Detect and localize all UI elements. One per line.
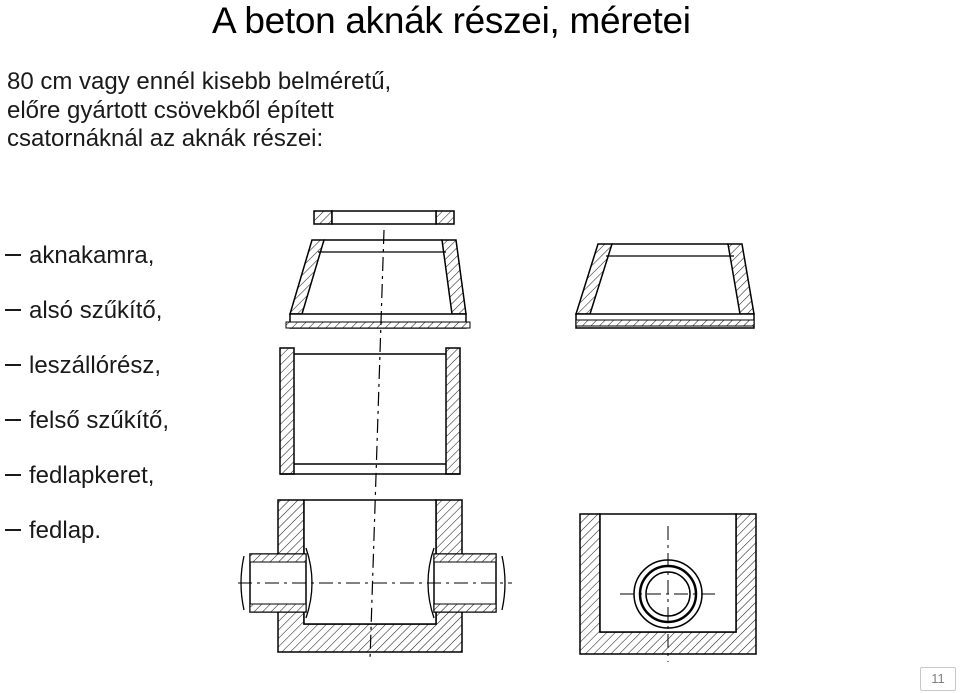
list-item-label: alsó szűkítő,	[29, 297, 163, 324]
dash-bullet	[5, 473, 21, 476]
list-item-label: fedlapkeret,	[29, 462, 155, 489]
list-item: leszállórész,	[5, 338, 169, 393]
list-item-label: fedlap.	[29, 517, 102, 544]
middle-ring-drawing	[279, 347, 461, 475]
dash-bullet	[5, 363, 21, 366]
list-item: fedlapkeret,	[5, 448, 169, 503]
intro-line-2: előre gyártott csövekből épített	[7, 96, 334, 124]
upper-cone-drawing	[285, 239, 471, 329]
manhole-technical-drawing	[238, 210, 757, 662]
dash-bullet	[5, 528, 21, 531]
chamber-plan-drawing	[579, 513, 757, 662]
cover-slab-drawing	[313, 210, 455, 225]
slide-title: A beton aknák részei, méretei	[212, 0, 691, 41]
cone-elevation-drawing	[574, 243, 755, 329]
list-item-label: leszállórész,	[29, 352, 162, 379]
dash-bullet	[5, 308, 21, 311]
list-item-label: aknakamra,	[29, 242, 155, 269]
list-item: aknakamra,	[5, 228, 169, 283]
list-item: fedlap.	[5, 503, 169, 558]
dash-bullet	[5, 418, 21, 421]
intro-line-1: 80 cm vagy ennél kisebb belméretű,	[7, 68, 392, 95]
chamber-section-drawing	[240, 499, 506, 653]
list-item-label: felső szűkítő,	[29, 407, 170, 434]
dash-bullet	[5, 253, 21, 256]
parts-list: aknakamra, alsó szűkítő, leszállórész, f…	[5, 228, 169, 558]
list-item: felső szűkítő,	[5, 393, 169, 448]
intro-text: 80 cm vagy ennél kisebb belméretű, előre…	[7, 68, 527, 154]
centre-line	[238, 229, 512, 661]
page-number: 11	[920, 667, 956, 691]
list-item: alsó szűkítő,	[5, 283, 169, 338]
intro-line-3: csatornáknál az aknák részei:	[7, 125, 324, 152]
